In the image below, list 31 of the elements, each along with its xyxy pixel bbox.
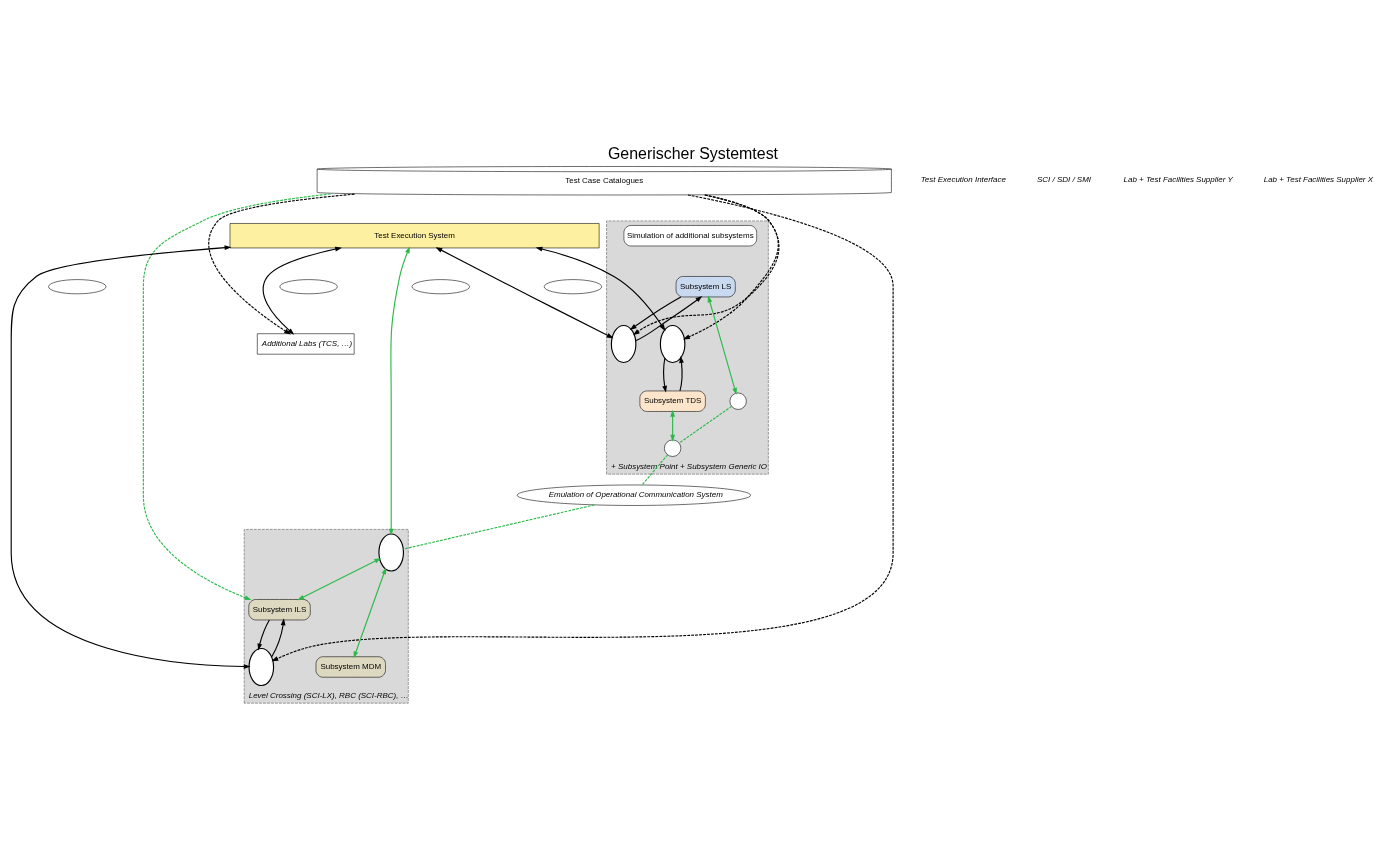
arrow bbox=[297, 558, 382, 601]
diagram-title: Generischer Systemtest bbox=[607, 145, 779, 163]
node-ellipse bbox=[378, 533, 404, 572]
arrow bbox=[662, 357, 667, 393]
node-circle bbox=[664, 439, 682, 457]
node-cloud bbox=[279, 279, 338, 295]
connector bbox=[402, 504, 595, 550]
arrow bbox=[208, 193, 356, 335]
arrow bbox=[629, 296, 682, 330]
arrow bbox=[142, 193, 332, 601]
arrow bbox=[271, 194, 894, 662]
arrow bbox=[535, 246, 666, 332]
arrow bbox=[435, 247, 614, 339]
arrow bbox=[353, 567, 387, 659]
node-cloud bbox=[543, 279, 602, 295]
connector bbox=[641, 454, 669, 486]
arrow bbox=[679, 356, 684, 392]
arrow bbox=[707, 295, 737, 395]
node-ellipse bbox=[248, 647, 275, 687]
arrow bbox=[632, 194, 780, 336]
arrow bbox=[10, 245, 251, 669]
arrow bbox=[388, 246, 410, 536]
connector bbox=[678, 405, 733, 444]
arrow bbox=[635, 295, 703, 342]
arrow bbox=[257, 619, 270, 651]
arrow bbox=[262, 246, 342, 335]
arrow bbox=[670, 409, 676, 442]
node-cloud bbox=[48, 279, 107, 295]
arrow bbox=[271, 618, 286, 658]
node-cloud bbox=[411, 279, 470, 295]
node-circle bbox=[729, 392, 747, 410]
